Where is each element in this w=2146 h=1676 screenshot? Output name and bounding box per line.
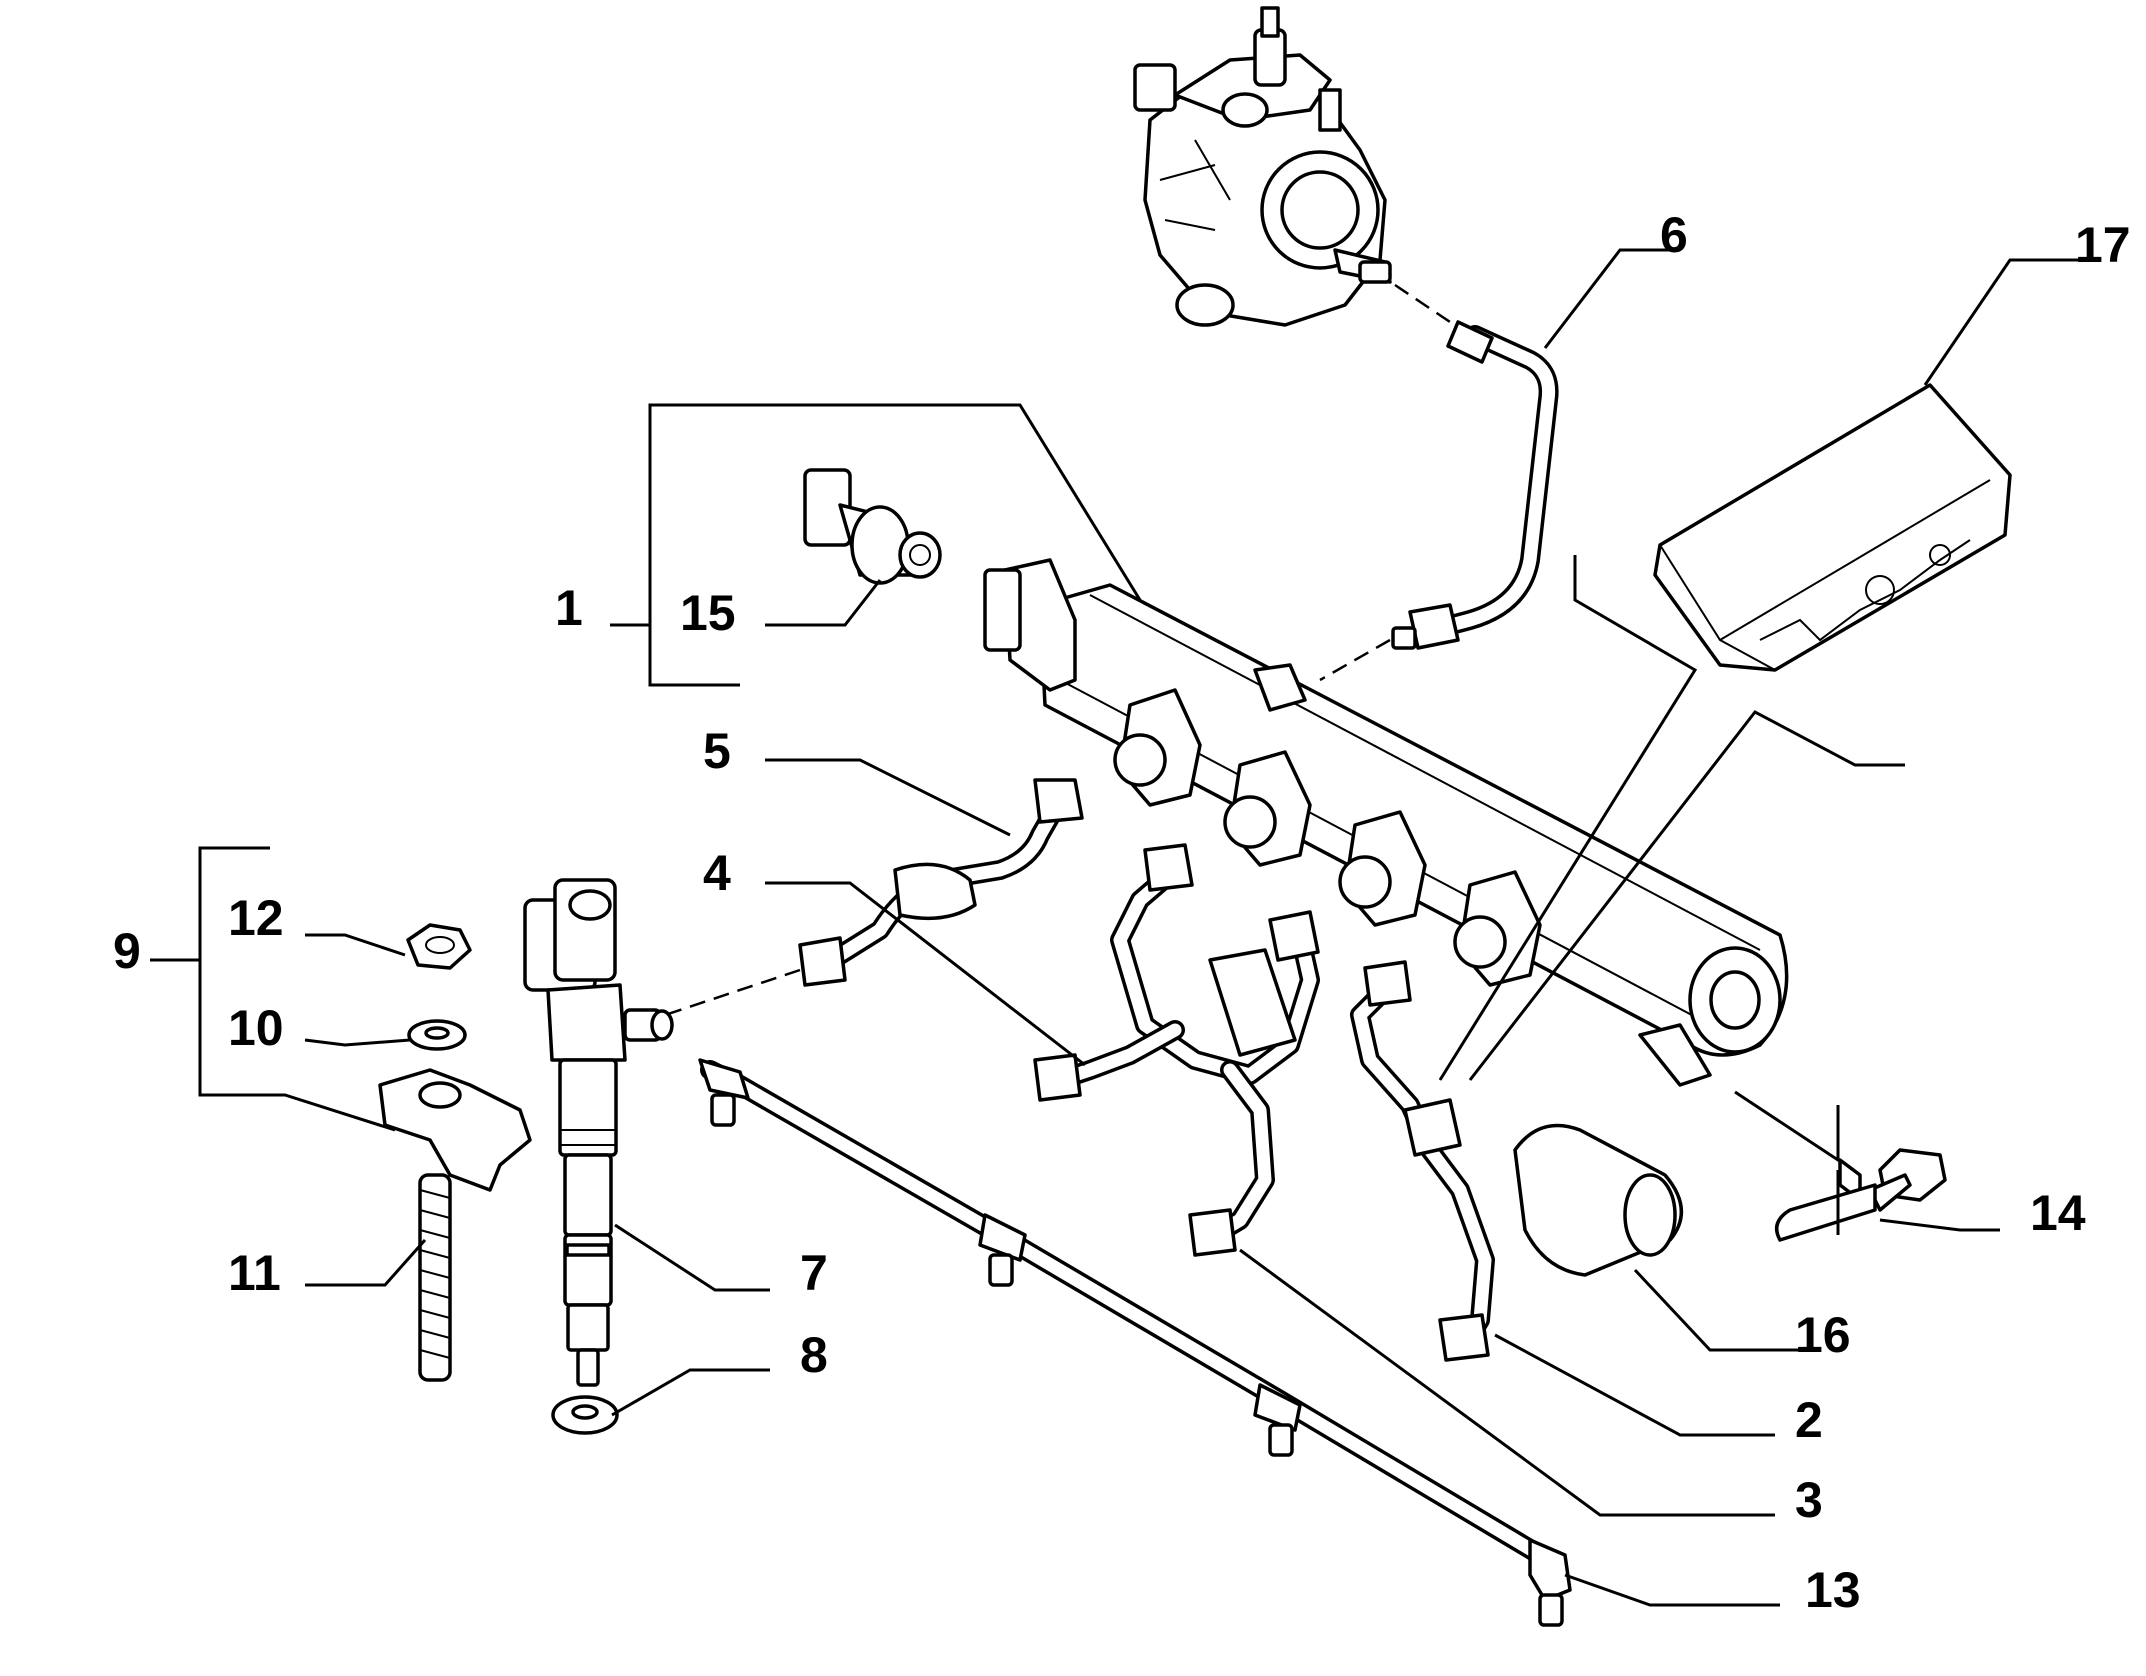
callout-12: 12: [228, 890, 284, 946]
callout-9: 9: [113, 923, 141, 979]
callout-5: 5: [703, 723, 731, 779]
callout-8: 8: [800, 1327, 828, 1383]
connector-sleeve: [1513, 1123, 1684, 1277]
common-rail: [983, 558, 1789, 1087]
rail-pressure-sensor: [803, 468, 942, 585]
callout-3: 3: [1795, 1472, 1823, 1528]
leak-off-pipe: [698, 1058, 1572, 1627]
leader-lines: [150, 248, 2085, 1607]
clamp-washer: [407, 1019, 467, 1051]
high-pressure-pump: [1133, 6, 1392, 327]
callout-7: 7: [800, 1245, 828, 1301]
injector: [523, 878, 674, 1387]
callout-14: 14: [2030, 1185, 2086, 1241]
callout-15: 15: [680, 585, 736, 641]
callout-labels: 1 15 6 17 5 4 9 12 10 11 7 8 14 16 2 3 1…: [113, 207, 2131, 1618]
callout-17: 17: [2075, 217, 2131, 273]
callout-16: 16: [1795, 1307, 1851, 1363]
injector-pipe-2: [1350, 960, 1495, 1362]
injector-pipe-3-4: [1033, 843, 1320, 1257]
callout-6: 6: [1660, 207, 1688, 263]
injector-washer: [551, 1395, 619, 1435]
engine-control-unit: [1653, 383, 2012, 672]
callout-11: 11: [228, 1245, 281, 1301]
callout-4: 4: [703, 845, 731, 901]
callout-2: 2: [1795, 1392, 1823, 1448]
injector-clamp: [378, 1068, 532, 1192]
callout-13: 13: [1805, 1562, 1861, 1618]
callout-1: 1: [555, 580, 583, 636]
pump-to-pipe-dashline: [1394, 283, 1463, 332]
clamp-nut: [406, 923, 472, 970]
clamp-stud: [418, 1173, 452, 1382]
pipe-to-rail-dashline: [1319, 638, 1391, 682]
pump-rail-pipe: [1391, 320, 1559, 650]
rail-bolt: [1774, 1148, 1947, 1242]
callout-10: 10: [228, 1000, 284, 1056]
injector-to-pipe-dashline: [664, 968, 801, 1017]
